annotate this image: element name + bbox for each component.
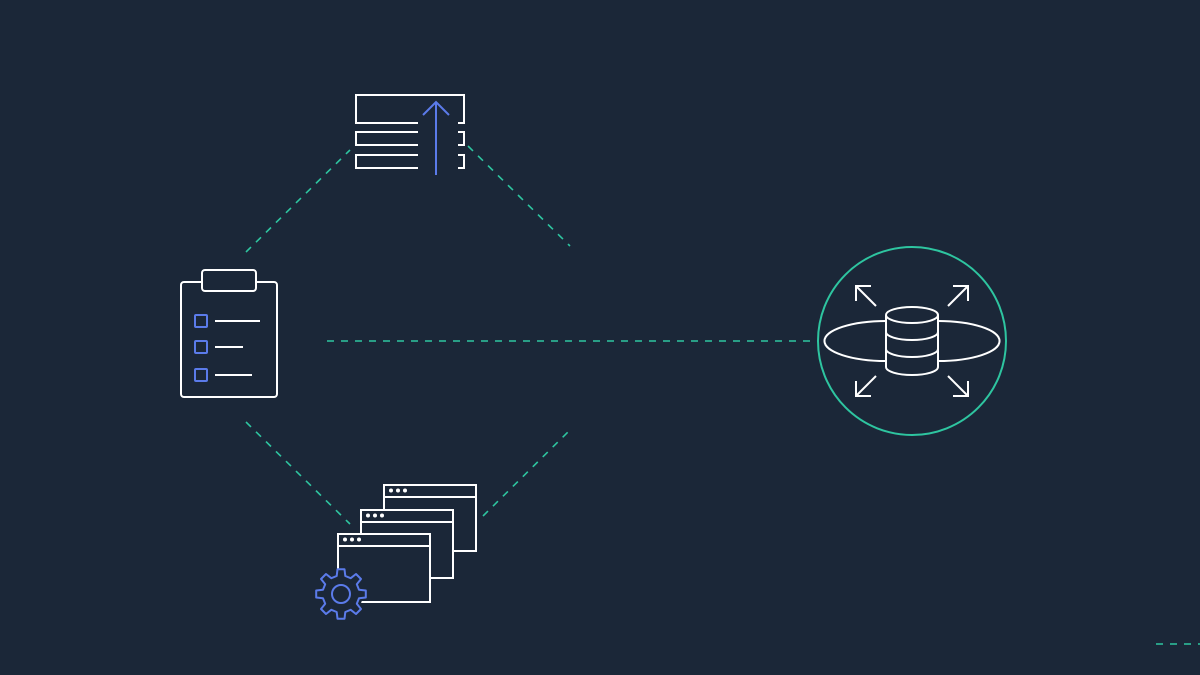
clipboard-checklist-icon bbox=[180, 269, 278, 398]
connector-left-to-bottom bbox=[245, 421, 351, 525]
database-scaling-icon bbox=[817, 246, 1007, 436]
ranked-list-arrow-up-icon bbox=[355, 94, 465, 175]
connector-left-to-top bbox=[245, 149, 351, 253]
stacked-windows-gear-icon bbox=[315, 484, 477, 620]
gear-icon bbox=[315, 568, 367, 620]
connector-bottom-to-right bbox=[482, 431, 569, 517]
connector-top-to-right bbox=[467, 145, 571, 247]
